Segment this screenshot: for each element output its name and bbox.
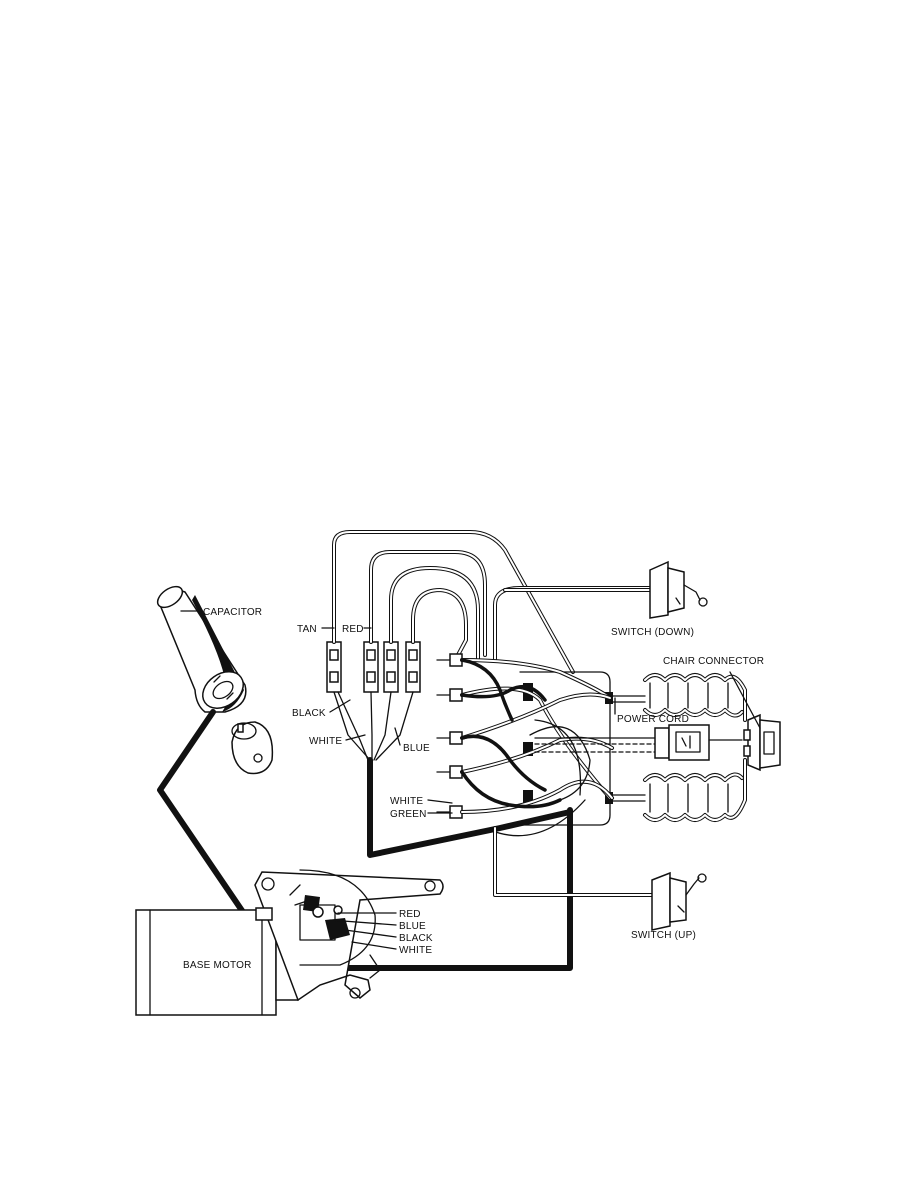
label-switch-down: SWITCH (DOWN): [611, 627, 694, 638]
label-base-motor: BASE MOTOR: [183, 960, 252, 971]
switch-up: [651, 871, 707, 931]
label-white-left: WHITE: [309, 736, 342, 747]
labels: CAPACITOR TAN RED BLACK WHITE BLUE WHITE…: [183, 607, 764, 971]
plug-5: [436, 805, 463, 819]
capacitor-cap: [231, 721, 274, 775]
plug-4: [436, 765, 463, 779]
label-black-left: BLACK: [292, 708, 326, 719]
label-red-top: RED: [342, 624, 364, 635]
coiled-cord-top: [611, 673, 747, 722]
label-leaders: [321, 627, 616, 814]
label-tan: TAN: [297, 624, 317, 635]
label-blue-mid: BLUE: [403, 743, 430, 754]
plug-3: [436, 731, 463, 745]
label-white-block: WHITE: [390, 796, 423, 807]
connector-plugs: [436, 653, 463, 819]
chair-connector: [729, 671, 781, 772]
label-chair-connector: CHAIR CONNECTOR: [663, 656, 764, 667]
switch-down: [649, 560, 708, 619]
plug-1: [436, 653, 463, 667]
label-motor-black: BLACK: [399, 933, 433, 944]
label-motor-blue: BLUE: [399, 921, 426, 932]
label-capacitor: CAPACITOR: [203, 607, 262, 618]
motor-leader-lines: [329, 912, 397, 950]
switch-leads: [493, 588, 654, 897]
label-switch-up: SWITCH (UP): [631, 930, 696, 941]
looped-wires: [332, 530, 652, 674]
power-cord-plug: [534, 724, 743, 761]
terminal-blocks: [326, 641, 421, 693]
label-motor-white: WHITE: [399, 945, 432, 956]
base-motor: [135, 869, 444, 1016]
label-power-cord: POWER CORD: [617, 714, 689, 725]
label-motor-red: RED: [399, 909, 421, 920]
label-green-block: GREEN: [390, 809, 427, 820]
capacitor: [156, 585, 247, 713]
plug-2: [436, 688, 463, 702]
coiled-cord-bottom: [611, 758, 747, 822]
crossing-wires: [460, 658, 614, 837]
